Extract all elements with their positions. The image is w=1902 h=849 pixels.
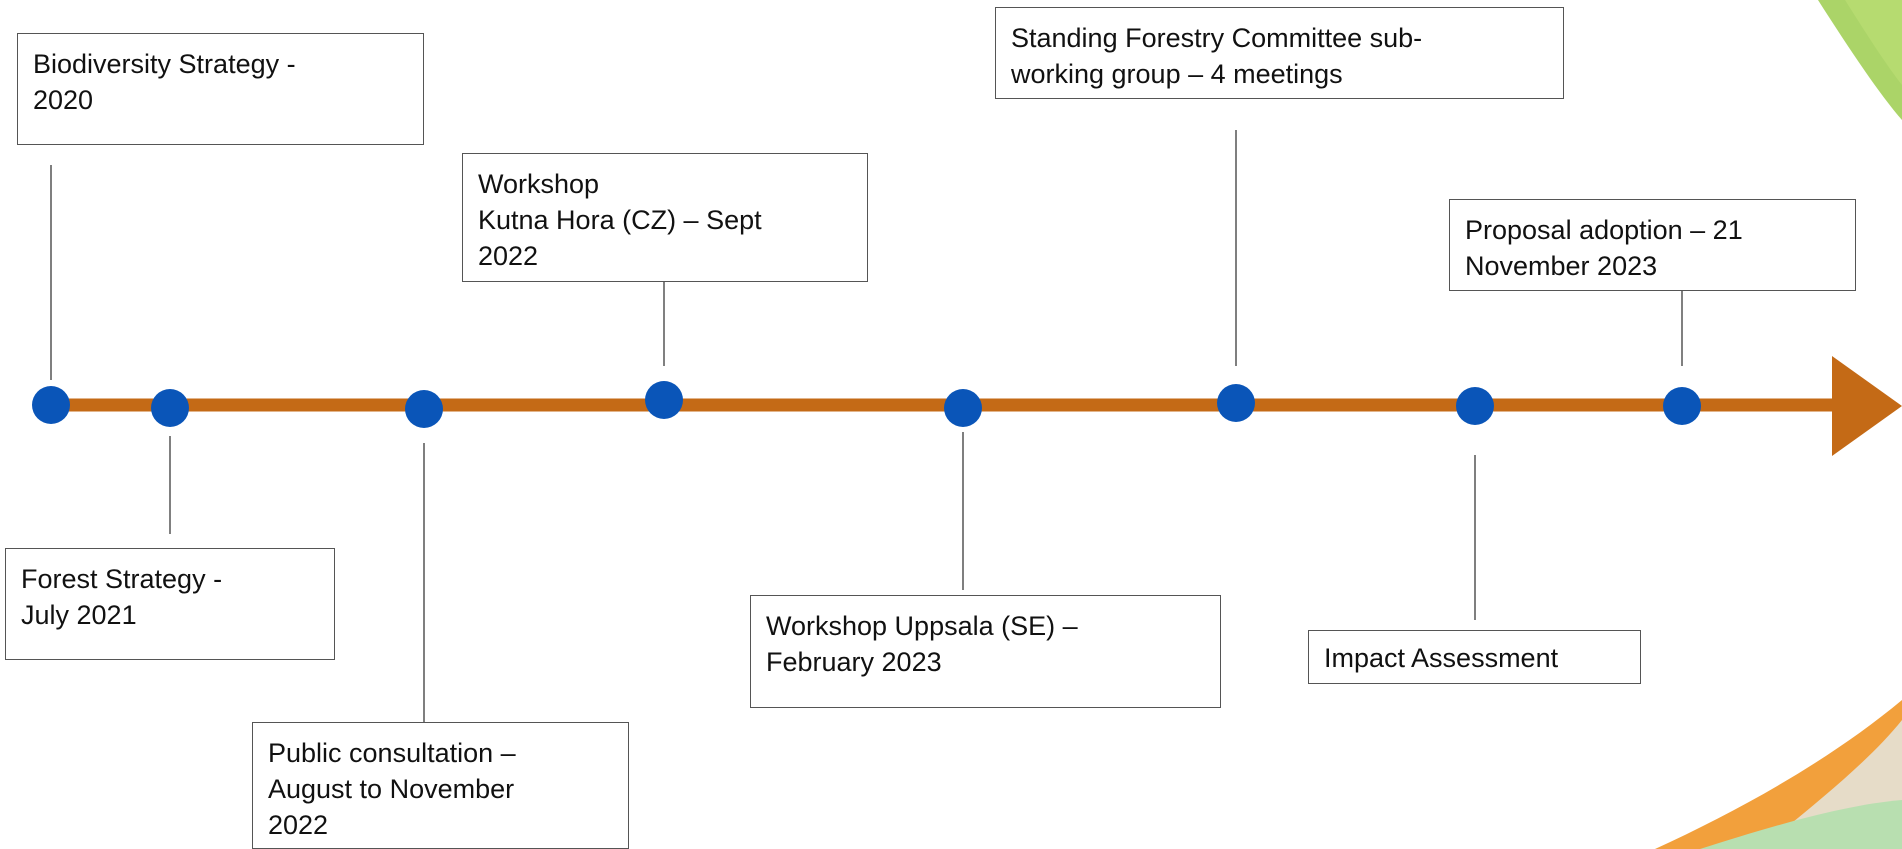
timeline-dot-icon [1663, 387, 1701, 425]
milestone-biodiversity-strategy: Biodiversity Strategy - 2020 [17, 33, 424, 145]
milestone-impact-assessment: Impact Assessment [1308, 630, 1641, 684]
timeline-dot-icon [405, 390, 443, 428]
milestone-workshop-uppsala: Workshop Uppsala (SE) – February 2023 [750, 595, 1221, 708]
timeline-dot-icon [32, 386, 70, 424]
timeline-dot-icon [1456, 387, 1494, 425]
milestone-forest-strategy: Forest Strategy - July 2021 [5, 548, 335, 660]
timeline-dot-icon [944, 389, 982, 427]
leaf-top-right-highlight-icon [1845, 0, 1902, 85]
milestone-public-consultation: Public consultation – August to November… [252, 722, 629, 849]
milestone-workshop-kutna-hora: Workshop Kutna Hora (CZ) – Sept 2022 [462, 153, 868, 282]
milestone-standing-forestry-committee: Standing Forestry Committee sub- working… [995, 7, 1564, 99]
timeline-dot-icon [1217, 384, 1255, 422]
timeline-dot-icon [645, 381, 683, 419]
timeline-arrow-head-icon [1832, 356, 1902, 456]
leaf-bottom-right-green-icon [1700, 800, 1902, 849]
timeline-dot-icon [151, 389, 189, 427]
milestone-proposal-adoption: Proposal adoption – 21 November 2023 [1449, 199, 1856, 291]
